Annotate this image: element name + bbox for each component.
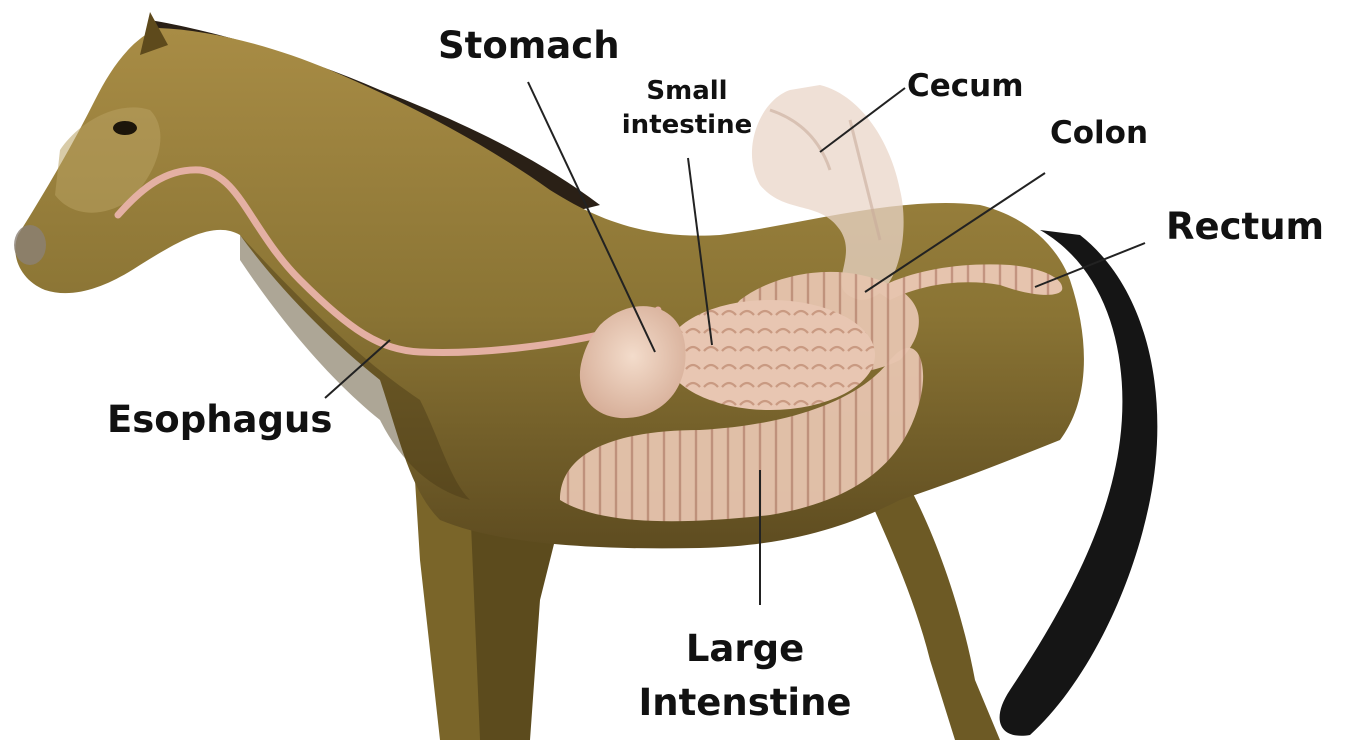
stomach-label: Stomach — [438, 24, 620, 67]
small-intestine-label: Small intestine — [612, 74, 762, 142]
small-intestine-label-line1: Small — [612, 74, 762, 108]
hind-leg — [870, 470, 1000, 740]
cecum-label: Cecum — [907, 68, 1024, 104]
large-intestine-label-line1: Large — [630, 622, 860, 676]
colon-label: Colon — [1050, 115, 1148, 151]
small-intestine-organ — [665, 300, 875, 410]
esophagus-label: Esophagus — [107, 398, 332, 441]
small-intestine-label-line2: intestine — [612, 108, 762, 142]
large-intestine-label: Large Intenstine — [630, 622, 860, 730]
eye — [113, 121, 137, 135]
horse-body — [15, 28, 1084, 548]
rectum-label: Rectum — [1166, 205, 1324, 248]
large-intestine-label-line2: Intenstine — [630, 676, 860, 730]
